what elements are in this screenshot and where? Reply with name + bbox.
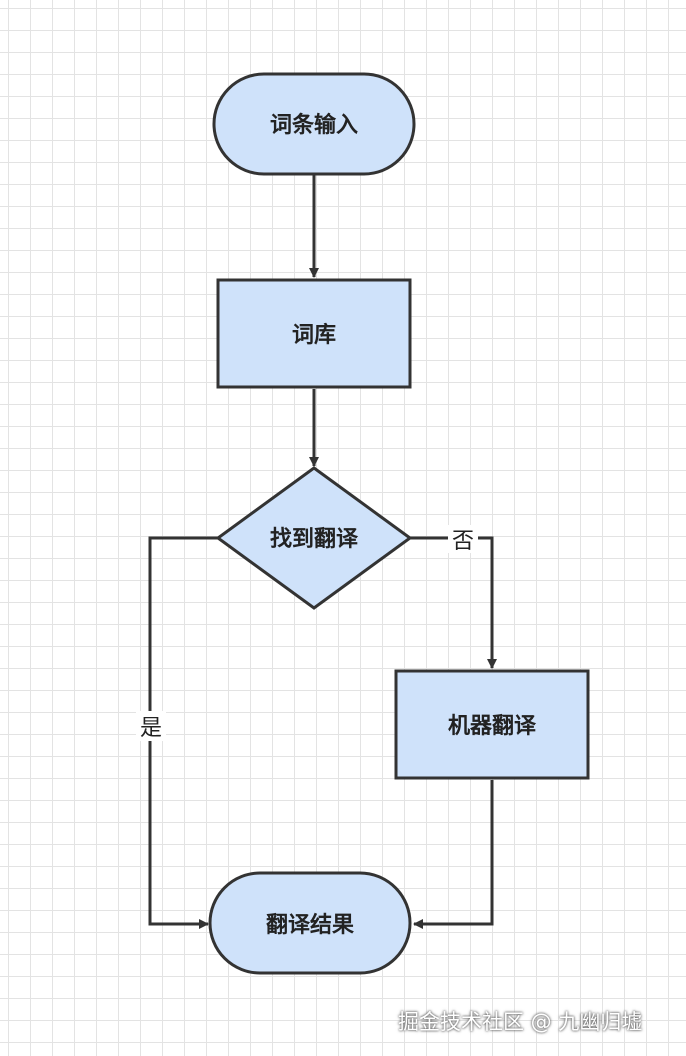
node-decision[interactable]: 找到翻译 xyxy=(215,466,413,610)
node-input-shape xyxy=(212,72,416,176)
node-dictionary-label: 词库 xyxy=(292,323,336,348)
node-machine[interactable]: 机器翻译 xyxy=(394,669,590,780)
node-result-shape xyxy=(208,871,412,975)
edge-label-no-text: 否 xyxy=(452,529,474,554)
edge-label-yes-text: 是 xyxy=(140,716,162,741)
node-input-label: 词条输入 xyxy=(270,112,358,138)
node-decision-label: 找到翻译 xyxy=(270,527,359,552)
node-result-label: 翻译结果 xyxy=(266,912,354,938)
node-machine-shape xyxy=(394,669,590,780)
edge-label-yes: 是 xyxy=(136,711,166,741)
node-result[interactable]: 翻译结果 xyxy=(208,871,412,975)
node-dictionary-shape xyxy=(216,278,412,389)
watermark-text: 掘金技术社区 @ 九幽归墟 xyxy=(398,1010,643,1034)
node-decision-shape xyxy=(215,466,413,610)
edge-decision-no-to-machine xyxy=(410,536,497,669)
edge-machine-to-result xyxy=(413,780,494,929)
node-dictionary[interactable]: 词库 xyxy=(216,278,412,389)
edge-label-no: 否 xyxy=(448,525,478,554)
node-machine-label: 机器翻译 xyxy=(448,714,537,739)
node-input[interactable]: 词条输入 xyxy=(212,72,416,176)
